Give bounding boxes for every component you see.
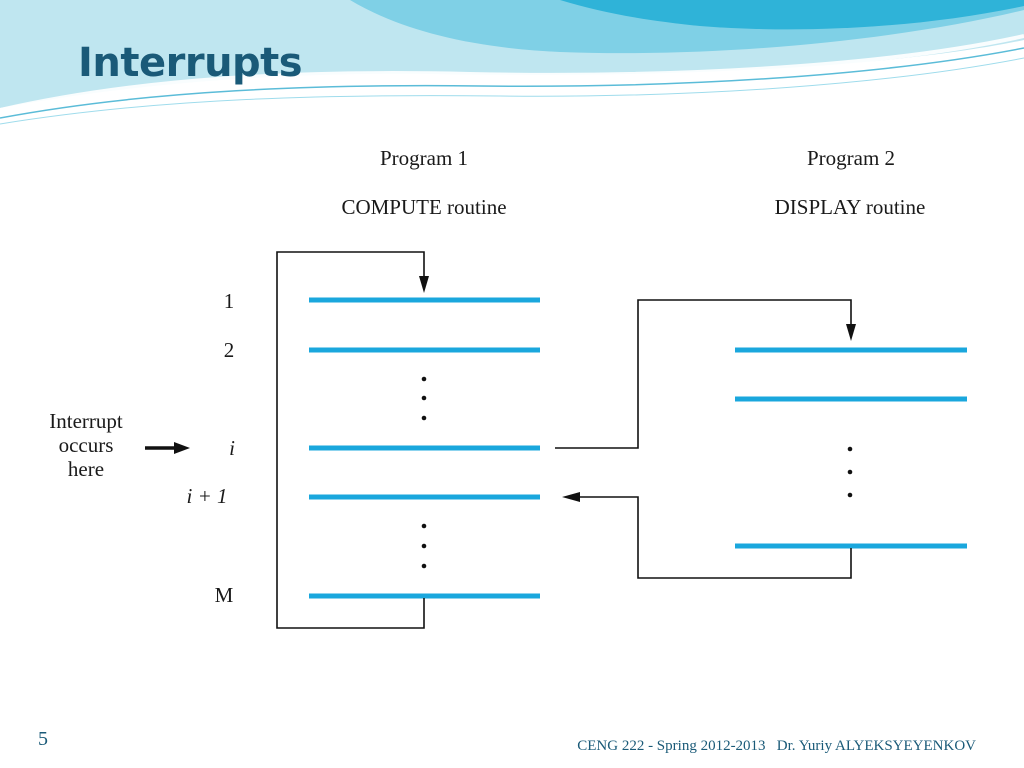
interrupt-jump-arrow [555, 299, 856, 449]
program1-heading: Program 1 [380, 146, 468, 170]
row-label-m: M [215, 583, 234, 607]
interrupt-note-line-3: here [68, 457, 104, 481]
row-label-2: 2 [224, 338, 235, 362]
row-label-i: i [229, 436, 235, 460]
slide-title: Interrupts [78, 40, 303, 86]
program1-loop-arrow [276, 251, 429, 629]
program1-subheading: COMPUTE routine [341, 195, 506, 219]
program1-instruction-lines [309, 297, 540, 599]
slide-footer: CENG 222 - Spring 2012-2013 Dr. Yuriy AL… [577, 738, 976, 754]
interrupt-pointer-arrow [145, 442, 190, 454]
row-label-1: 1 [224, 289, 235, 313]
program2-heading: Program 2 [807, 146, 895, 170]
program2-subheading: DISPLAY routine [775, 195, 926, 219]
figure-panel [36, 140, 986, 632]
interrupt-note-line-1: Interrupt [49, 409, 123, 433]
return-arrow [562, 492, 852, 579]
row-label-i-plus-1: i + 1 [186, 484, 227, 508]
interrupt-note-line-2: occurs [59, 433, 114, 457]
slide-number: 5 [38, 728, 48, 750]
program1-ellipsis-dots [421, 376, 427, 569]
program2-instruction-lines [735, 347, 967, 549]
header-swoosh-decoration [0, 0, 1024, 125]
program2-ellipsis-dots [847, 446, 853, 498]
